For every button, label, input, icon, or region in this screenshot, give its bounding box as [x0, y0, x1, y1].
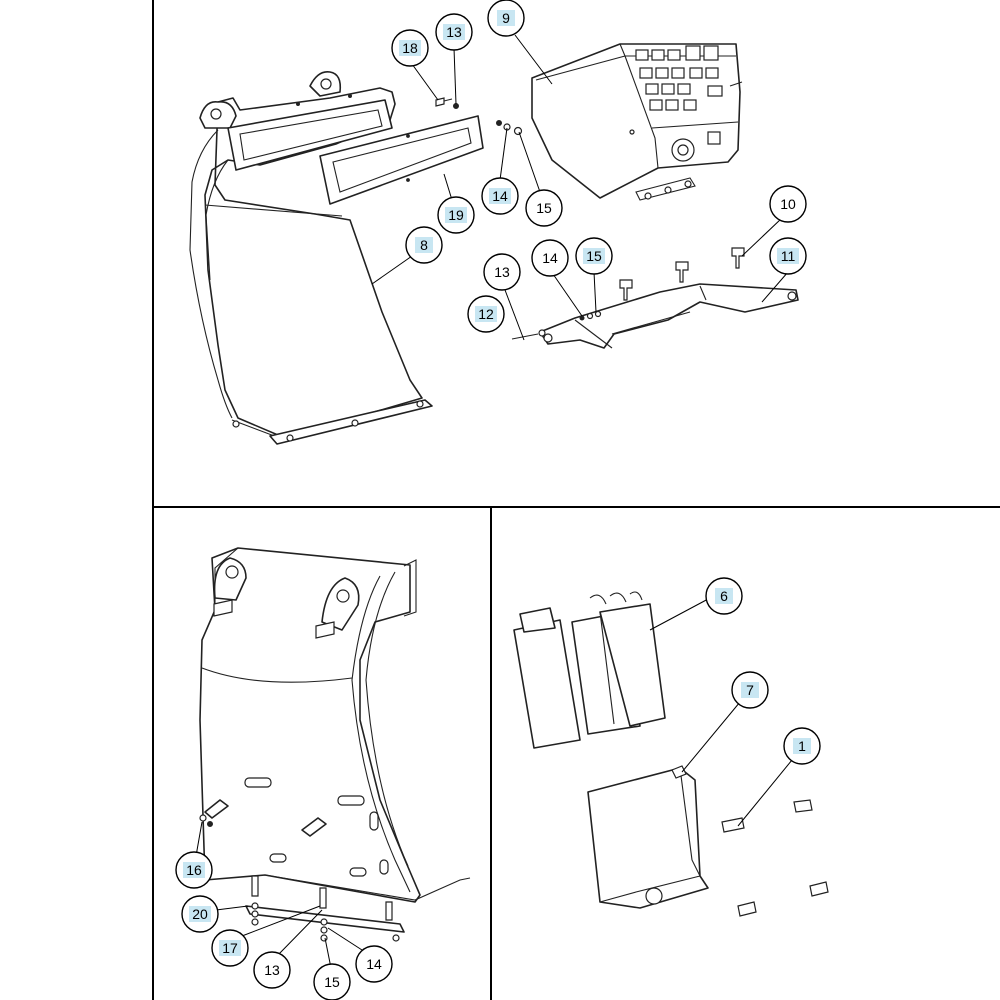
- svg-text:10: 10: [780, 196, 796, 212]
- svg-text:15: 15: [586, 248, 602, 264]
- callout-10[interactable]: 10: [769, 185, 807, 223]
- leaders-top: [371, 34, 789, 341]
- callout-13[interactable]: 13: [435, 13, 473, 51]
- svg-text:13: 13: [264, 962, 280, 978]
- callouts: 9 18 13 14 15 19 8: [175, 0, 821, 1000]
- panel-bottom-left: [195, 547, 471, 969]
- svg-text:17: 17: [222, 940, 238, 956]
- callout-8[interactable]: 8: [405, 226, 443, 264]
- panel-bottom-right: [513, 591, 829, 917]
- svg-text:12: 12: [478, 306, 494, 322]
- svg-text:15: 15: [324, 974, 340, 990]
- svg-text:1: 1: [798, 738, 806, 754]
- panel-frame: [152, 0, 1000, 1000]
- callout-13c[interactable]: 13: [253, 951, 291, 989]
- callout-16[interactable]: 16: [175, 851, 213, 889]
- svg-text:14: 14: [492, 188, 508, 204]
- gasket-frame-part-19: [319, 115, 484, 205]
- callout-13b[interactable]: 13: [483, 253, 521, 291]
- callout-15c[interactable]: 15: [313, 963, 351, 1000]
- control-panel-buttons: [635, 45, 723, 111]
- leaders-bottom-right: [649, 597, 793, 827]
- svg-text:18: 18: [402, 40, 418, 56]
- column-housing-rear-view: [199, 547, 471, 903]
- callout-7[interactable]: 7: [731, 671, 769, 709]
- callout-11[interactable]: 11: [769, 237, 807, 275]
- callout-12[interactable]: 12: [467, 295, 505, 333]
- callout-15[interactable]: 15: [525, 189, 563, 227]
- clips-part-1: [721, 799, 829, 917]
- panel-top: [189, 34, 799, 445]
- callout-20[interactable]: 20: [181, 895, 219, 933]
- svg-text:11: 11: [781, 248, 796, 264]
- handle-rail-part-11: [539, 283, 799, 349]
- base-plate-part-20: [245, 875, 405, 942]
- callout-14b[interactable]: 14: [531, 239, 569, 277]
- svg-text:14: 14: [366, 956, 382, 972]
- callout-14c[interactable]: 14: [355, 945, 393, 983]
- svg-text:14: 14: [542, 250, 558, 266]
- mounting-studs-part-10: [619, 247, 745, 301]
- leaders-bottom-left: [195, 821, 363, 969]
- svg-text:19: 19: [448, 207, 464, 223]
- svg-text:13: 13: [494, 264, 510, 280]
- callout-17[interactable]: 17: [211, 929, 249, 967]
- callout-15b[interactable]: 15: [575, 237, 613, 275]
- svg-text:8: 8: [420, 237, 428, 253]
- svg-text:6: 6: [720, 588, 728, 604]
- control-box-part-9: [531, 43, 743, 201]
- svg-text:20: 20: [192, 906, 208, 922]
- callout-19[interactable]: 19: [437, 196, 475, 234]
- callout-9[interactable]: 9: [487, 0, 525, 37]
- callout-18[interactable]: 18: [391, 29, 429, 67]
- callout-14[interactable]: 14: [481, 177, 519, 215]
- callout-6[interactable]: 6: [705, 577, 743, 615]
- top-hardware: [435, 97, 602, 340]
- cover-plates-part-6: [513, 591, 666, 749]
- svg-text:16: 16: [186, 862, 202, 878]
- callout-1[interactable]: 1: [783, 727, 821, 765]
- column-housing-part-8: [189, 70, 433, 445]
- svg-text:9: 9: [502, 10, 510, 26]
- svg-text:15: 15: [536, 200, 552, 216]
- bracket-part-7: [587, 765, 709, 909]
- svg-text:13: 13: [446, 24, 462, 40]
- svg-text:7: 7: [746, 682, 754, 698]
